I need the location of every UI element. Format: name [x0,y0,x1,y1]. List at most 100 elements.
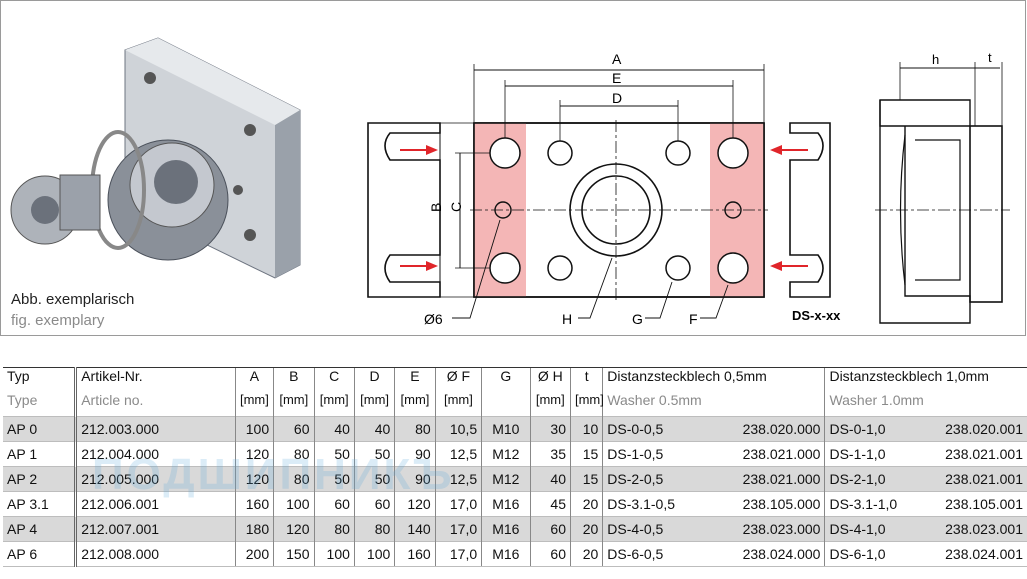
caption-english: fig. exemplary [11,312,105,329]
table-cell: 200 [234,541,274,567]
washer-type: DS-3.1-0,5 [607,496,675,512]
unit-cell: [mm] [529,392,571,417]
washer-right [789,122,831,298]
table-cell: AP 3.1 [3,491,76,517]
washer-article-no: 238.021.001 [945,471,1023,487]
insert-arrows [400,145,808,271]
header-cell: Ø H [529,367,571,392]
table-cell: 15 [569,466,603,492]
table-cell: 45 [529,491,571,517]
header-cell: A [234,367,274,392]
washer-article-no: 238.023.001 [945,521,1023,537]
table-cell: 50 [353,466,395,492]
table-cell: 212.007.001 [74,516,236,542]
table-cell: 17,0 [434,516,482,542]
washer-article-no: 238.021.001 [945,446,1023,462]
table-cell: 15 [569,441,603,467]
table-cell: M16 [481,541,531,567]
table-cell: 60 [353,491,395,517]
table-cell: DS-3.1-1,0 238.105.001 [824,491,1027,517]
header-cell: C [313,367,355,392]
header-cell-en: Washer 0.5mm [602,392,825,417]
label-ds: DS-x-xx [792,308,841,323]
table-cell: 80 [353,516,395,542]
table-cell: 20 [569,541,603,567]
table-cell: 180 [234,516,274,542]
header-cell: Distanzsteckblech 0,5mm [602,367,825,392]
washer-left [367,122,441,298]
table-cell: 140 [394,516,436,542]
table-cell: 100 [273,491,314,517]
washer-article-no: 238.023.000 [742,521,821,537]
washer-type: DS-2-0,5 [607,471,664,487]
technical-drawing: A E D B C h t Ø6 H G F DS-x-xx [10,37,1010,327]
table-cell: DS-4-0,5 238.023.000 [602,516,825,542]
table-cell: 100 [353,541,395,567]
washer-type: DS-0-0,5 [607,421,664,437]
table-cell: 40 [529,466,571,492]
table-cell: 60 [529,516,571,542]
table-cell: 17,0 [434,541,482,567]
table-cell: AP 1 [3,441,76,467]
label-H: H [562,311,572,327]
flange-side-view [875,62,1010,324]
unit-cell: [mm] [394,392,436,417]
table-cell: 17,0 [434,491,482,517]
header-row-de: Typ Artikel-Nr. A B C D E Ø F G Ø H t Di… [3,367,1027,392]
label-B: B [428,203,444,212]
table-cell: 212.006.001 [74,491,236,517]
washer-type: DS-4-0,5 [607,521,664,537]
header-cell: D [353,367,395,392]
table-cell: 120 [234,441,274,467]
table-cell: M16 [481,491,531,517]
flange-front-view [434,64,768,319]
table-cell: 50 [353,441,395,467]
header-cell: B [273,367,314,392]
table-cell: 20 [569,491,603,517]
washer-type: DS-1-0,5 [607,446,664,462]
table-cell: 10,5 [434,416,482,442]
table-cell: M10 [481,416,531,442]
unit-cell: [mm] [273,392,314,417]
table-cell: AP 4 [3,516,76,542]
table-cell: M16 [481,516,531,542]
header-cell-en: Type [7,392,38,408]
table-cell: 212.005.000 [74,466,236,492]
unit-cell [481,392,531,417]
unit-cell: [mm] [569,392,604,417]
table-cell: 50 [313,466,355,492]
unit-cell: [mm] [434,392,482,417]
table-cell: AP 0 [3,416,76,442]
washer-article-no: 238.105.001 [945,496,1023,512]
table-cell: 10 [569,416,603,442]
table-cell: 120 [394,491,436,517]
unit-cell: [mm] [353,392,395,417]
washer-type: DS-0-1,0 [829,421,886,437]
washer-article-no: 238.024.001 [945,546,1023,562]
label-F: F [689,311,698,327]
label-D: D [612,90,622,106]
unit-cell: [mm] [234,392,274,417]
table-cell: 212.003.000 [74,416,236,442]
table-cell: 90 [394,466,436,492]
table-cell: 60 [273,416,314,442]
label-C: C [448,202,464,212]
table-cell: 12,5 [434,466,482,492]
header-cell: t [569,367,603,392]
table-cell: 80 [313,516,355,542]
table-cell: 120 [273,516,314,542]
table-cell: 160 [394,541,436,567]
washer-type: DS-6-1,0 [829,546,886,562]
table-cell: 20 [569,516,603,542]
washer-type: DS-3.1-1,0 [829,496,898,512]
table-cell: 80 [273,441,314,467]
